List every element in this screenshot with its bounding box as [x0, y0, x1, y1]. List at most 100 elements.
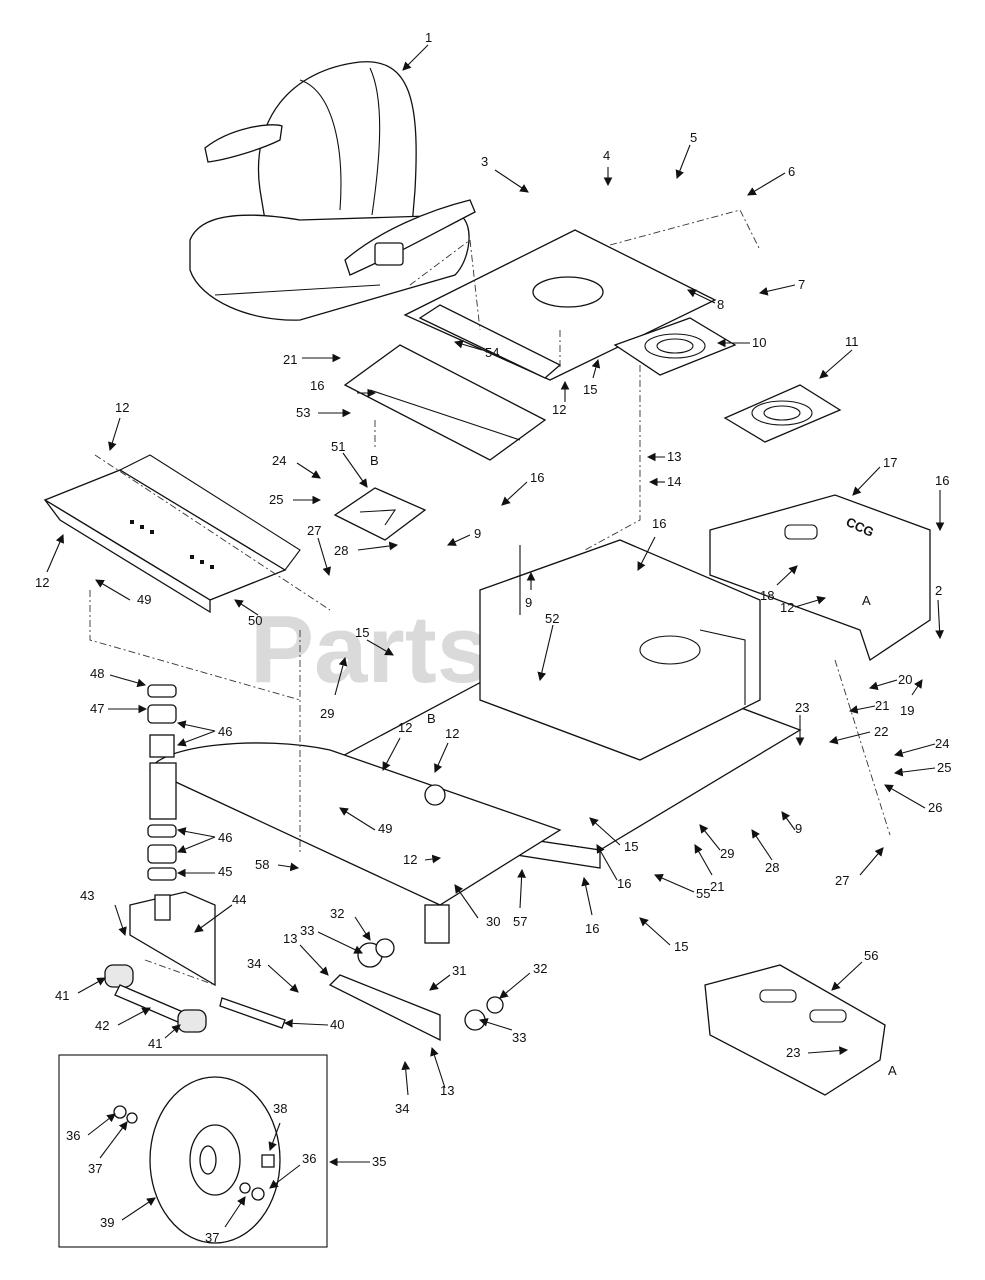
callout-3: 3	[481, 154, 488, 169]
callout-29b: 29	[720, 846, 734, 861]
callout-9a: 9	[474, 526, 481, 541]
rear-plate-53	[343, 344, 547, 461]
rear-guard-17: CCG	[709, 494, 931, 662]
callout-1: 1	[425, 30, 432, 45]
callouts: 1 2 3 4 5 6 7 8 9 9 9 10 11 12 12 12 12 …	[35, 30, 951, 1245]
callout-12e: 12	[398, 720, 412, 735]
callout-21c: 21	[710, 879, 724, 894]
callout-15c: 15	[624, 839, 638, 854]
callout-35: 35	[372, 1154, 386, 1169]
callout-9b: 9	[525, 595, 532, 610]
callout-39: 39	[100, 1215, 114, 1230]
caster-wheel-assembly	[129, 684, 216, 987]
callout-55: 55	[696, 886, 710, 901]
footrest-50	[43, 454, 301, 614]
callout-12c: 12	[552, 402, 566, 417]
callout-34b: 34	[395, 1101, 409, 1116]
callout-13b: 13	[283, 931, 297, 946]
callout-24a: 24	[272, 453, 286, 468]
callout-44: 44	[232, 892, 246, 907]
callout-41a: 41	[55, 988, 69, 1003]
main-frame	[149, 539, 802, 944]
letter-b-lower: B	[427, 711, 436, 726]
callout-12a: 12	[115, 400, 129, 415]
callout-32a: 32	[330, 906, 344, 921]
callout-57: 57	[513, 914, 527, 929]
seat	[189, 61, 476, 321]
callout-13a: 13	[667, 449, 681, 464]
callout-50: 50	[248, 613, 262, 628]
callout-54: 54	[485, 345, 499, 360]
callout-31: 31	[452, 963, 466, 978]
letter-a-upper: A	[862, 593, 871, 608]
callout-5: 5	[690, 130, 697, 145]
wheel-inset-35	[58, 1054, 328, 1248]
callout-33b: 33	[512, 1030, 526, 1045]
callout-7: 7	[798, 277, 805, 292]
callout-17: 17	[883, 455, 897, 470]
callout-41b: 41	[148, 1036, 162, 1051]
callout-15b: 15	[355, 625, 369, 640]
callout-6: 6	[788, 164, 795, 179]
callout-23a: 23	[795, 700, 809, 715]
callout-4: 4	[603, 148, 610, 163]
callout-12b: 12	[35, 575, 49, 590]
callout-23b: 23	[786, 1045, 800, 1060]
callout-8: 8	[717, 297, 724, 312]
callout-16f: 16	[585, 921, 599, 936]
callout-49b: 49	[378, 821, 392, 836]
callout-16b: 16	[530, 470, 544, 485]
callout-56: 56	[864, 948, 878, 963]
callout-27b: 27	[835, 873, 849, 888]
seat-plate-11	[723, 384, 842, 443]
callout-15d: 15	[674, 939, 688, 954]
callout-12d: 12	[780, 600, 794, 615]
callout-27a: 27	[307, 523, 321, 538]
cover-56	[704, 964, 886, 1096]
callout-30: 30	[486, 914, 500, 929]
callout-29a: 29	[320, 706, 334, 721]
callout-18: 18	[760, 588, 774, 603]
callout-13c: 13	[440, 1083, 454, 1098]
letter-b-upper: B	[370, 453, 379, 468]
callout-20: 20	[898, 672, 912, 687]
callout-37b: 37	[205, 1230, 219, 1245]
callout-51: 51	[331, 439, 345, 454]
callout-42: 42	[95, 1018, 109, 1033]
seat-plate-10	[613, 317, 737, 376]
callout-28a: 28	[334, 543, 348, 558]
callout-25b: 25	[937, 760, 951, 775]
callout-34a: 34	[247, 956, 261, 971]
callout-58: 58	[255, 857, 269, 872]
callout-16c: 16	[652, 516, 666, 531]
callout-40: 40	[330, 1017, 344, 1032]
callout-12f: 12	[445, 726, 459, 741]
callout-21b: 21	[875, 698, 889, 713]
callout-15a: 15	[583, 382, 597, 397]
callout-33a: 33	[300, 923, 314, 938]
callout-12g: 12	[403, 852, 417, 867]
callout-38: 38	[273, 1101, 287, 1116]
callout-11: 11	[845, 334, 859, 349]
callout-21a: 21	[283, 352, 297, 367]
callout-47: 47	[90, 701, 104, 716]
callout-16a: 16	[310, 378, 324, 393]
callout-46a: 46	[218, 724, 232, 739]
callout-32b: 32	[533, 961, 547, 976]
callout-45: 45	[218, 864, 232, 879]
callout-28b: 28	[765, 860, 779, 875]
callout-16e: 16	[617, 876, 631, 891]
callout-25a: 25	[269, 492, 283, 507]
callout-16d: 16	[935, 473, 949, 488]
callout-43: 43	[80, 888, 94, 903]
letter-a-lower: A	[888, 1063, 897, 1078]
callout-9c: 9	[795, 821, 802, 836]
callout-24b: 24	[935, 736, 949, 751]
assembly-lines	[89, 209, 891, 986]
callout-2: 2	[935, 583, 942, 598]
callout-53: 53	[296, 405, 310, 420]
callout-36a: 36	[66, 1128, 80, 1143]
plate-51	[333, 487, 427, 541]
callout-46b: 46	[218, 830, 232, 845]
callout-26: 26	[928, 800, 942, 815]
